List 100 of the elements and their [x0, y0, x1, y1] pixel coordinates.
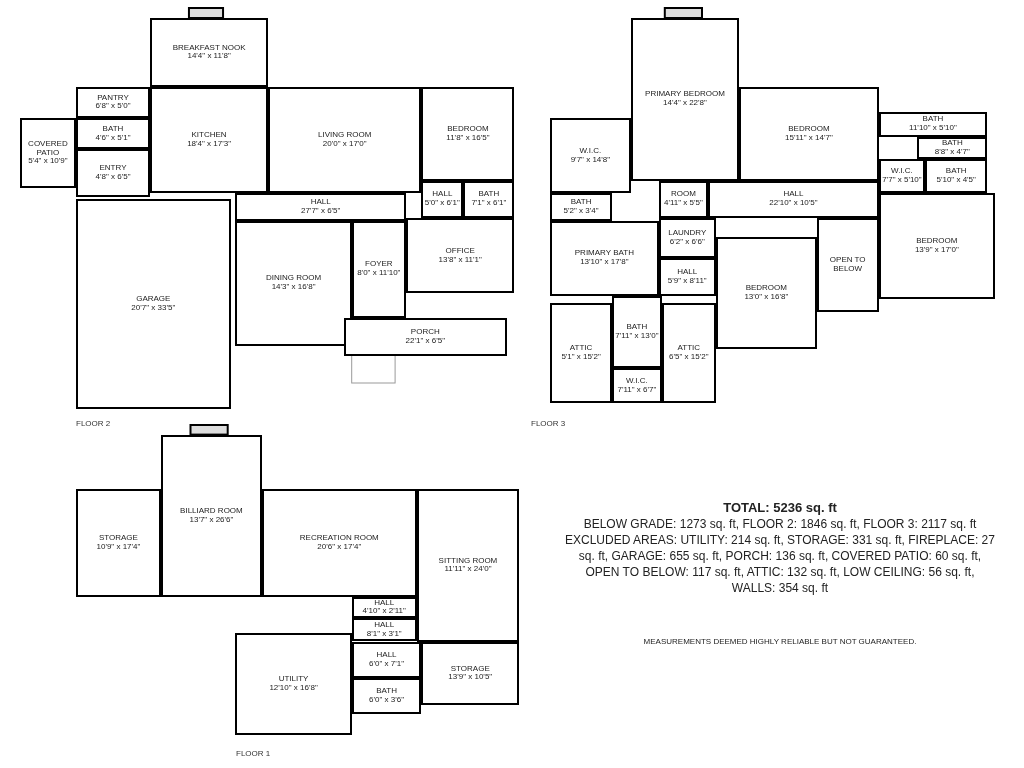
room-dimensions: 14'4" x 11'8" — [186, 52, 232, 62]
room-outline — [661, 303, 716, 403]
room-outline — [421, 86, 515, 181]
floor-label: FLOOR 3 — [531, 418, 566, 430]
room-outline — [925, 159, 988, 193]
room-outline — [268, 86, 422, 193]
room-name: BEDROOM — [787, 124, 831, 134]
room-name: HALL — [373, 598, 396, 608]
room-dimensions: 7'1" x 6'1" — [470, 199, 508, 209]
room-dimensions: 5'2" x 3'4" — [562, 206, 600, 216]
room-outline — [550, 193, 613, 221]
room-dimensions: 4'11" x 5'5" — [662, 199, 704, 209]
room-name: HALL — [676, 267, 699, 277]
room-dimensions: 9'7" x 14'8" — [569, 155, 612, 165]
room-outline — [658, 258, 716, 296]
room-dimensions: 12'10" x 16'8" — [268, 683, 319, 693]
room-outline — [235, 632, 352, 735]
room-dimensions: 20'0" x 17'0" — [321, 139, 368, 149]
room-name: BATH — [940, 139, 964, 148]
room-dimensions: 6'5" x 15'2" — [668, 353, 710, 362]
room-dimensions: 11'11" x 24'0" — [443, 565, 493, 575]
room-dimensions: 8'8" x 4'7" — [933, 148, 971, 157]
room-outline — [343, 318, 507, 356]
room-name: STORAGE — [449, 664, 491, 674]
room-dimensions: 18'4" x 17'3" — [186, 139, 232, 149]
room-name: BEDROOM — [744, 284, 788, 293]
room-dimensions: 6'8" x 5'0" — [94, 102, 132, 112]
room-outline — [708, 180, 879, 218]
room-dimensions: 13'0" x 16'8" — [743, 293, 790, 302]
room-dimensions: 5'1" x 15'2" — [560, 353, 602, 362]
room-outline — [351, 220, 406, 318]
room-name: BATH — [944, 167, 968, 177]
room-outline — [715, 236, 817, 350]
total-area-heading: TOTAL: 5236 sq. ft — [723, 500, 837, 516]
room-outline — [550, 118, 631, 193]
room-dimensions: 7'11" x 6'7" — [616, 385, 658, 395]
area-summary: BELOW GRADE: 1273 sq. ft, FLOOR 2: 1846 sq. ft, FLOOR 3: 2117 sq. ft — [583, 516, 977, 532]
room-outline — [416, 488, 520, 643]
room-outline — [351, 678, 422, 715]
room-name: STORAGE — [97, 533, 139, 543]
room-outline — [351, 596, 417, 619]
room-dimensions: 14'4" x 22'8" — [662, 99, 708, 109]
room-name: LIVING ROOM — [317, 131, 373, 140]
room-name: BILLIARD ROOM — [179, 506, 244, 516]
room-outline — [405, 218, 515, 293]
room-name: ATTIC — [676, 344, 702, 353]
room-outline — [917, 136, 988, 160]
room-outline — [421, 180, 464, 218]
room-dimensions: 11'10" x 5'10" — [908, 124, 958, 134]
room-dimensions: 8'0" x 11'10" — [356, 269, 402, 279]
room-dimensions: 7'11" x 13'0" — [614, 331, 660, 341]
room-outline — [261, 488, 417, 597]
room-dimensions: 20'7" x 33'5" — [130, 304, 177, 314]
room-name: HALL — [373, 620, 396, 630]
room-outline — [75, 149, 151, 197]
room-outline — [351, 618, 417, 641]
room-name: SITTING ROOM — [437, 556, 499, 566]
room-dimensions: 13'10" x 17'8" — [579, 258, 630, 267]
room-name: ENTRY — [98, 164, 128, 173]
room-dimensions: 27'7" x 6'5" — [299, 206, 342, 216]
room-dimensions: 13'9" x 10'5" — [447, 673, 494, 683]
room-name: FOYER — [364, 260, 394, 270]
room-dimensions: 6'2" x 6'6" — [668, 238, 706, 247]
room-name: PANTRY — [96, 93, 130, 103]
room-outline — [878, 193, 995, 300]
room-name: PRIMARY BATH — [573, 249, 635, 258]
room-outline — [150, 86, 268, 193]
room-dimensions: 4'10" x 2'11" — [361, 607, 407, 617]
room-dimensions: 5'10" x 4'5" — [935, 176, 977, 185]
room-name: OPEN TO BELOW — [828, 256, 867, 274]
room-dimensions: 11'8" x 16'5" — [445, 133, 491, 143]
room-dimensions: 5'0" x 6'1" — [423, 199, 461, 209]
room-name: HALL — [375, 651, 398, 661]
room-outline — [878, 159, 926, 193]
room-dimensions: 4'6" x 5'1" — [94, 133, 132, 143]
room-dimensions: 4'8" x 6'5" — [94, 173, 132, 182]
area-summary: EXCLUDED AREAS: UTILITY: 214 sq. ft, STORAGE: 331 sq. ft, FIREPLACE: 27 sq. ft, GARAGE: 655 sq. ft, PORCH: 136 sq. ft, COVERED PATIO: 60 sq. ft, OPEN TO BELOW: 117 sq. ft, ATTIC: 132 sq. ft, LOW CEILING: 56 sq. ft, WALLS: 354 sq. ft — [565, 532, 995, 596]
room-name: PRIMARY BEDROOM — [644, 90, 726, 100]
room-name: BEDROOM — [915, 237, 959, 247]
room-dimensions: 13'7" x 26'6" — [188, 515, 235, 525]
room-outline — [463, 180, 515, 218]
room-name: BATH — [921, 115, 945, 125]
room-outline — [235, 220, 352, 346]
room-name: BATH — [569, 197, 593, 207]
room-dimensions: 14'3" x 16'8" — [270, 283, 317, 292]
room-dimensions: 22'1" x 6'5" — [404, 336, 447, 346]
room-outline — [235, 193, 406, 221]
room-name: OFFICE — [444, 246, 476, 256]
room-outline — [20, 118, 76, 188]
room-outline — [612, 295, 662, 368]
room-name: BATH — [477, 190, 501, 200]
room-name: GARAGE — [135, 295, 172, 305]
room-name: HALL — [431, 190, 454, 200]
room-name: W.I.C. — [625, 376, 649, 386]
room-dimensions: 13'8" x 11'1" — [437, 255, 483, 265]
room-name: W.I.C. — [890, 167, 914, 177]
room-outline — [75, 488, 162, 597]
footer-note: MEASUREMENTS DEEMED HIGHLY RELIABLE BUT NOT GUARANTEED. — [643, 636, 917, 648]
room-name: UTILITY — [277, 674, 310, 684]
floor-label: FLOOR 1 — [236, 748, 271, 760]
